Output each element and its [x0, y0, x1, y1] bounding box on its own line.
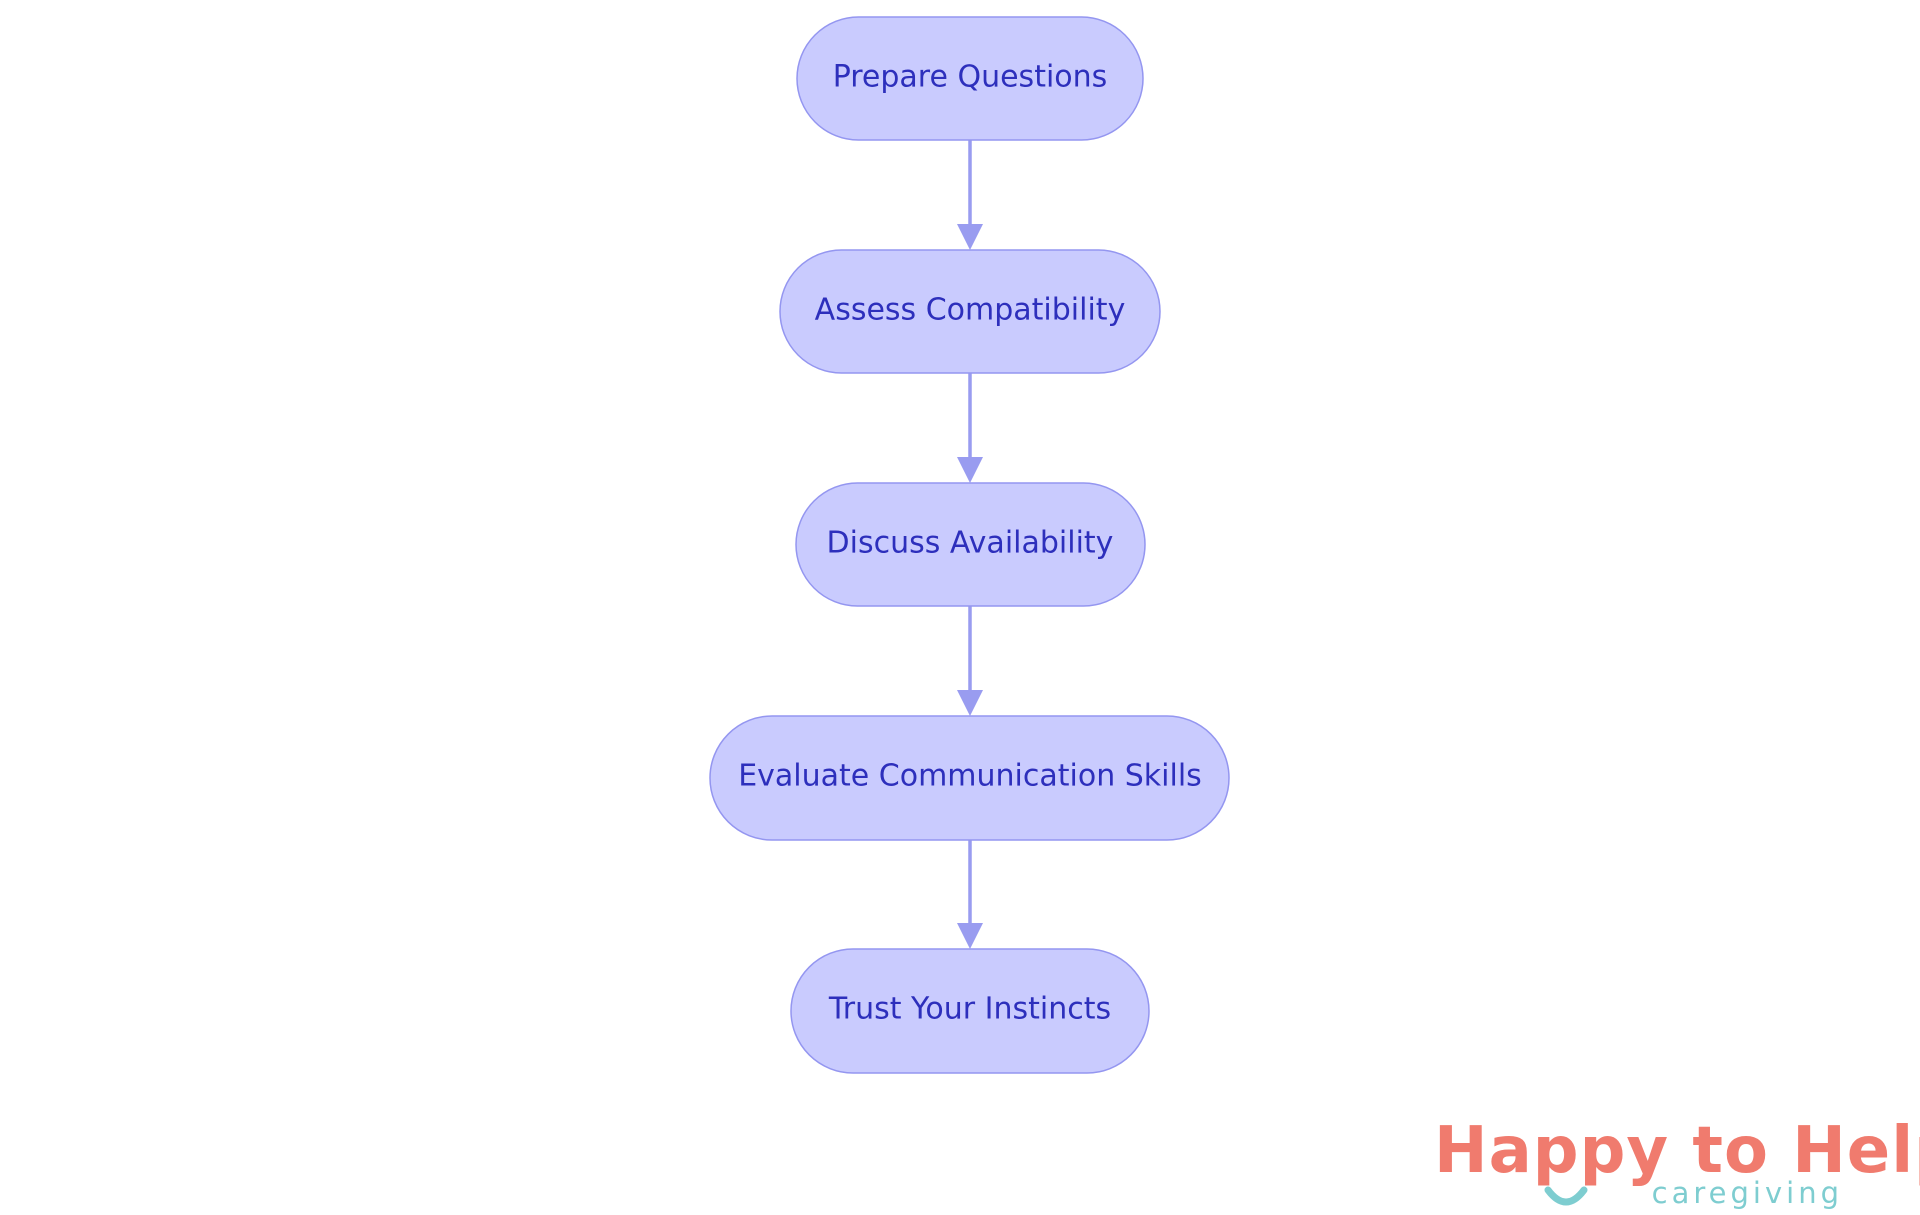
edge-discuss-to-evaluate: [957, 606, 983, 716]
smile-icon: [1544, 1186, 1588, 1206]
node-label: Trust Your Instincts: [828, 992, 1111, 1027]
edge-prepare-to-assess: [957, 140, 983, 250]
node-label: Evaluate Communication Skills: [738, 759, 1202, 794]
node-evaluate-communication-skills: Evaluate Communication Skills: [709, 715, 1230, 841]
happy-to-help-logo: Happy to Help caregiving: [1434, 1114, 1920, 1210]
logo-wordmark: Happy to Help: [1434, 1114, 1920, 1188]
node-trust-your-instincts: Trust Your Instincts: [790, 948, 1150, 1074]
node-label: Prepare Questions: [833, 60, 1108, 95]
edge-assess-to-discuss: [957, 373, 983, 483]
node-prepare-questions: Prepare Questions: [796, 16, 1144, 141]
node-label: Assess Compatibility: [815, 293, 1126, 328]
node-label: Discuss Availability: [827, 526, 1114, 561]
logo-tagline: caregiving: [1652, 1176, 1843, 1210]
node-assess-compatibility: Assess Compatibility: [779, 249, 1161, 374]
edge-evaluate-to-trust: [957, 840, 983, 949]
node-discuss-availability: Discuss Availability: [795, 482, 1146, 607]
